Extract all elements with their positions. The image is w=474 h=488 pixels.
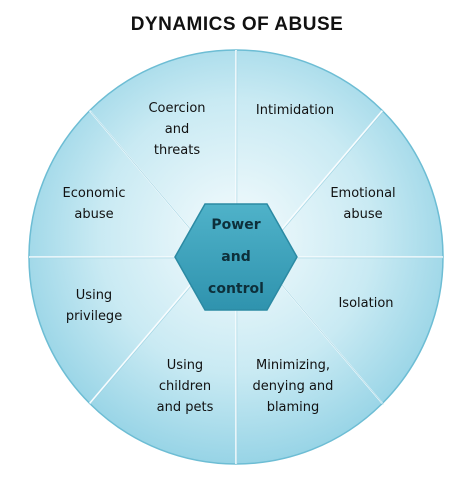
spoke-2 bbox=[280, 110, 383, 231]
segment-minimizing-line-3: blaming bbox=[267, 400, 320, 415]
segment-minimizing: Minimizing, denying and blaming bbox=[253, 358, 334, 415]
segment-isolation: Isolation bbox=[338, 296, 393, 311]
segment-emotional: Emotional abuse bbox=[330, 186, 395, 222]
segment-privilege: Using privilege bbox=[66, 288, 122, 324]
segment-children-line-1: Using bbox=[167, 358, 203, 373]
segment-emotional-line-1: Emotional bbox=[330, 186, 395, 201]
segment-coercion: Coercion and threats bbox=[148, 101, 205, 158]
segment-isolation-line-1: Isolation bbox=[338, 296, 393, 311]
segment-privilege-line-1: Using bbox=[76, 288, 112, 303]
segment-economic: Economic abuse bbox=[63, 186, 126, 222]
spoke-shadow-8 bbox=[90, 111, 193, 232]
segment-economic-line-1: Economic bbox=[63, 186, 126, 201]
center-hexagon bbox=[174, 203, 298, 311]
segment-minimizing-line-1: Minimizing, bbox=[256, 358, 330, 373]
center-label: Power and control bbox=[208, 217, 264, 297]
segment-economic-line-2: abuse bbox=[74, 207, 113, 222]
center-line-3: control bbox=[208, 281, 264, 297]
segment-coercion-line-2: and bbox=[165, 122, 189, 137]
segment-children: Using children and pets bbox=[157, 358, 214, 415]
spoke-6 bbox=[89, 283, 192, 404]
spoke-shadow-6 bbox=[90, 284, 193, 405]
spoke-shadow-2 bbox=[281, 111, 384, 232]
segment-minimizing-line-2: denying and bbox=[253, 379, 334, 394]
spoke-shadow-4 bbox=[281, 284, 384, 405]
segment-privilege-line-2: privilege bbox=[66, 309, 122, 324]
segment-intimidation-line-1: Intimidation bbox=[256, 103, 334, 118]
diagram-title: DYNAMICS OF ABUSE bbox=[130, 14, 344, 35]
center-line-2: and bbox=[221, 249, 250, 265]
segment-labels: Coercion and threats Intimidation Emotio… bbox=[63, 101, 396, 415]
center-line-1: Power bbox=[211, 217, 260, 233]
segment-coercion-line-3: threats bbox=[154, 143, 200, 158]
segment-coercion-line-1: Coercion bbox=[148, 101, 205, 116]
segment-children-line-2: children bbox=[159, 379, 211, 394]
segment-intimidation: Intimidation bbox=[256, 103, 334, 118]
wheel-spokes bbox=[29, 50, 444, 465]
segment-emotional-line-2: abuse bbox=[343, 207, 382, 222]
segment-children-line-3: and pets bbox=[157, 400, 214, 415]
